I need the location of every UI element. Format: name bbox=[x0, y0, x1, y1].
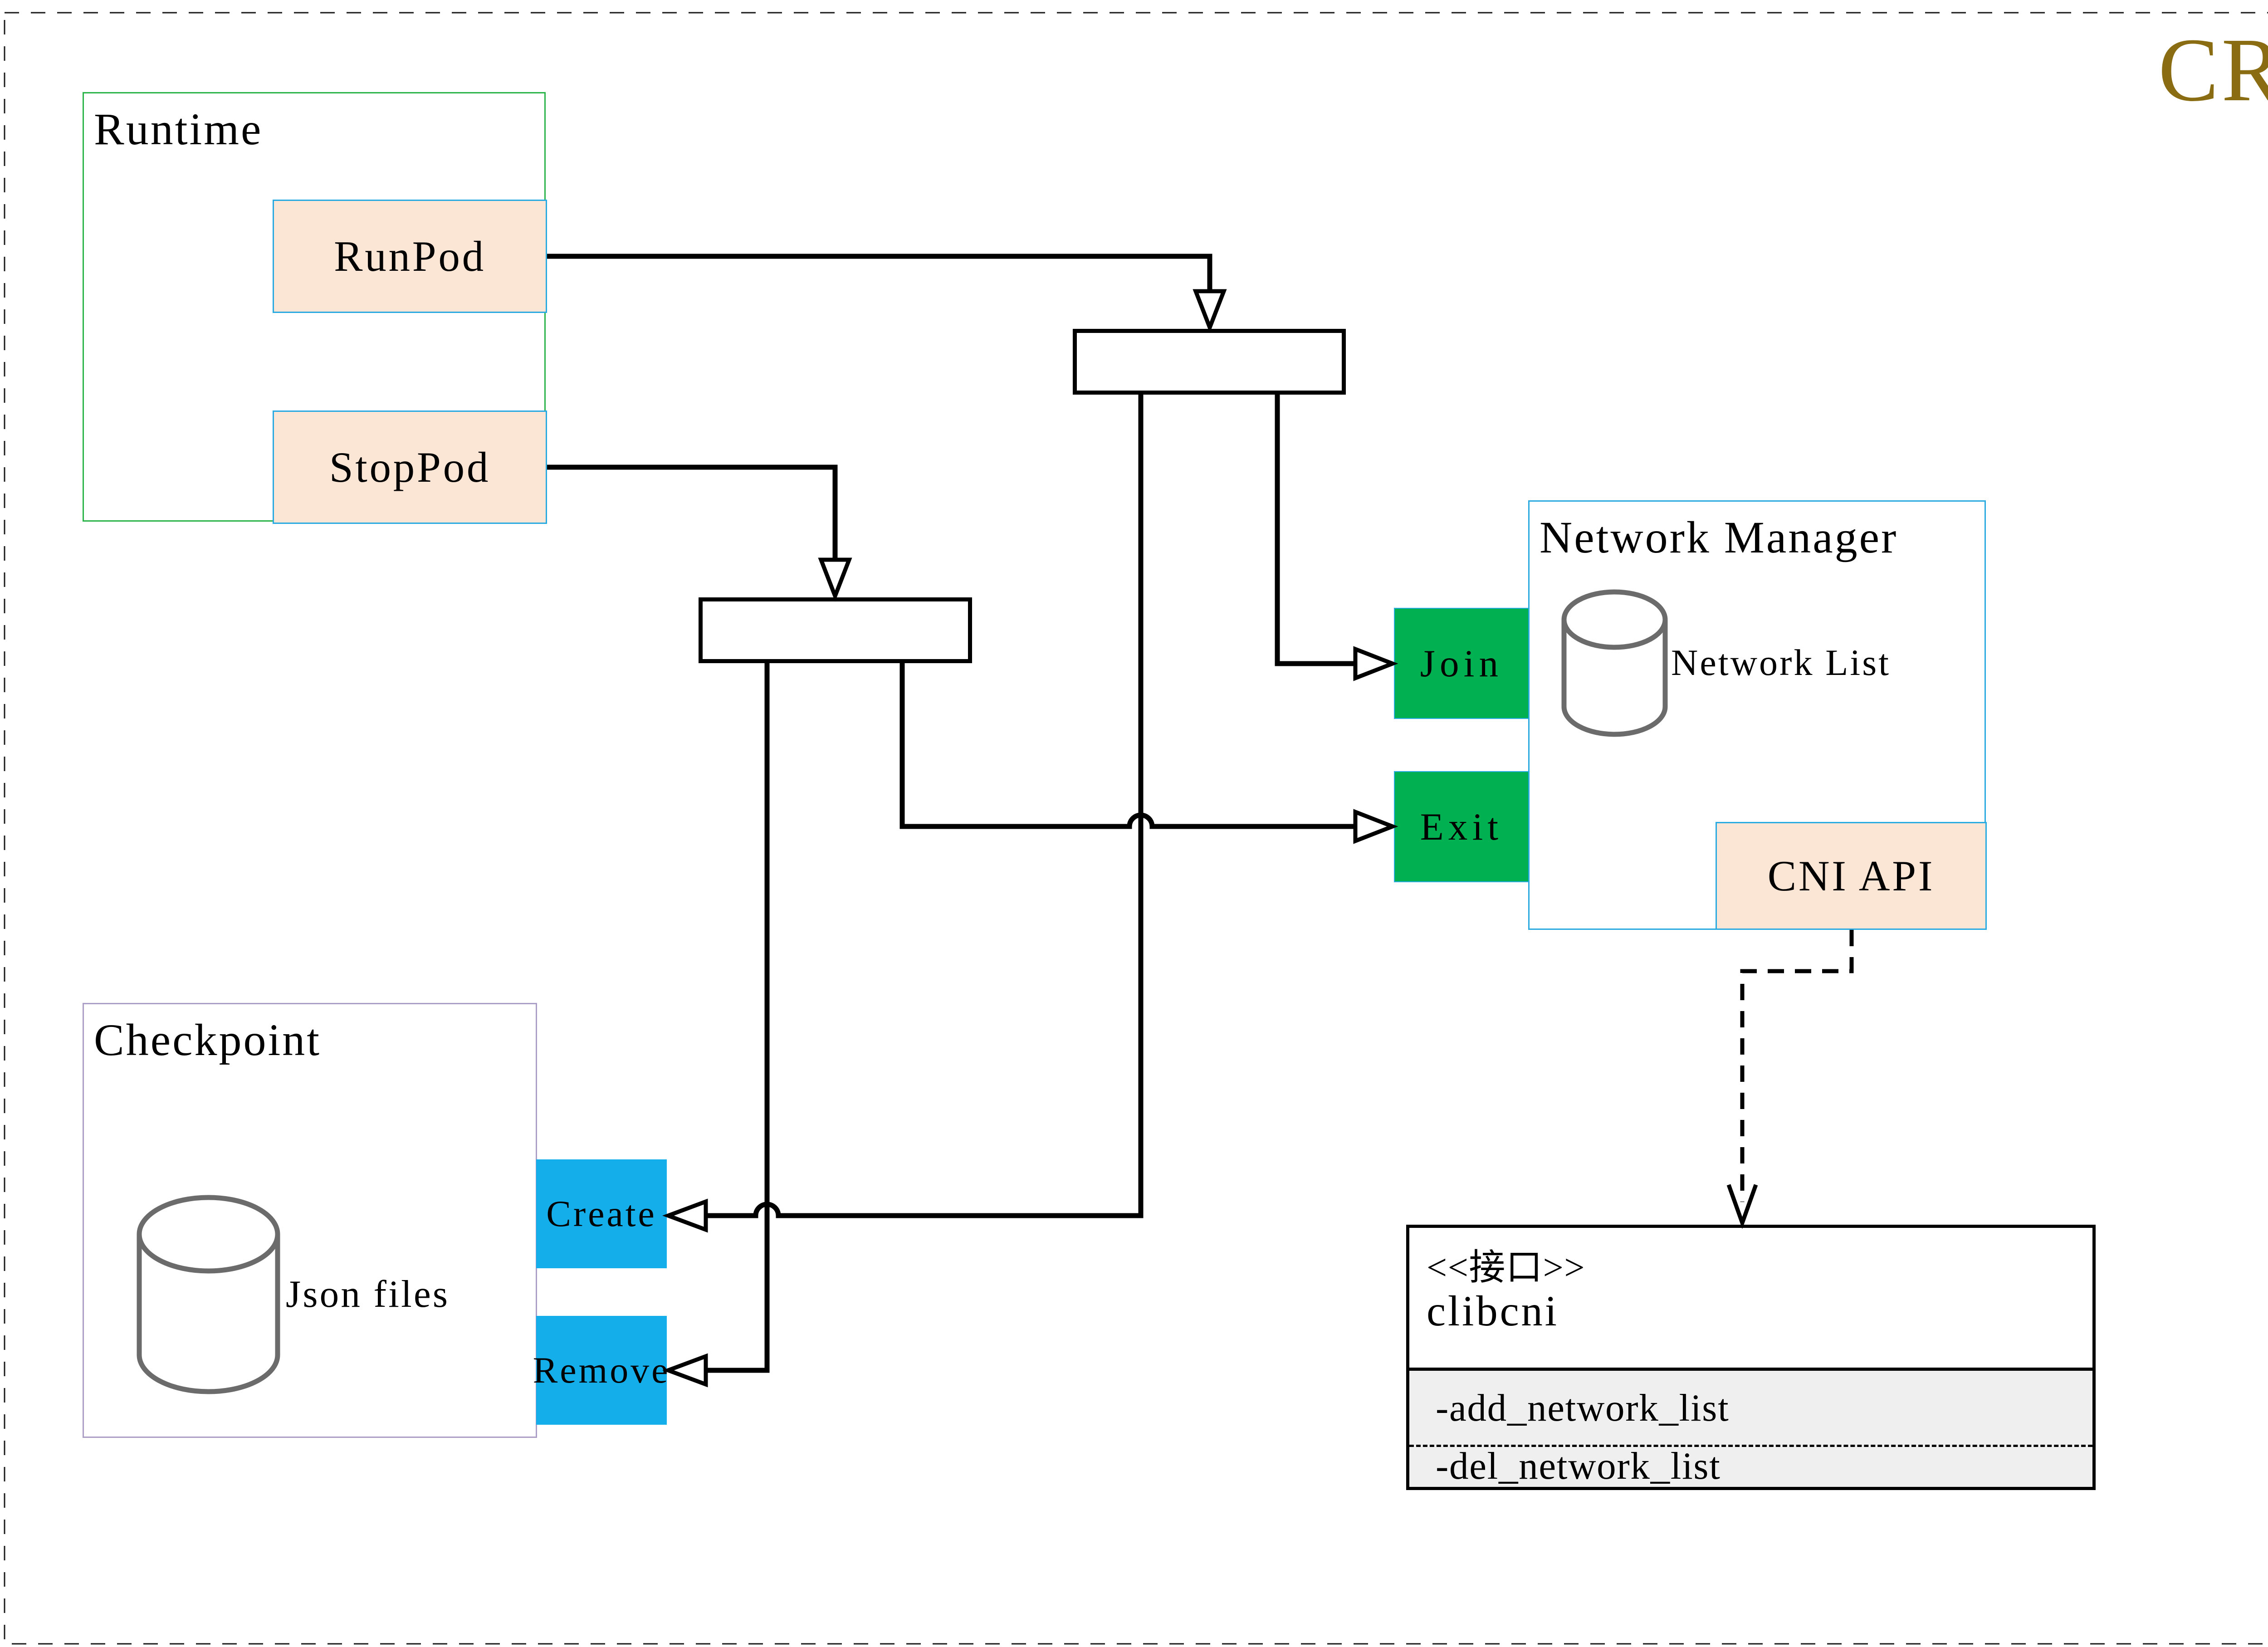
clibcni-method-add: -add_network_list bbox=[1409, 1371, 2092, 1447]
create-box: Create bbox=[536, 1159, 667, 1268]
clibcni-method-del: -del_network_list bbox=[1409, 1444, 2092, 1487]
connector-bar-top bbox=[1073, 329, 1346, 395]
checkpoint-label: Checkpoint bbox=[94, 1015, 322, 1065]
bar-to-exit-line bbox=[899, 662, 1354, 829]
stoppod-box: StopPod bbox=[273, 411, 547, 524]
stoppod-to-bar-line bbox=[547, 464, 838, 560]
network-manager-label: Network Manager bbox=[1540, 512, 1898, 562]
json-files-label: Json files bbox=[286, 1273, 450, 1315]
remove-arrowhead-icon bbox=[662, 1353, 708, 1388]
bar-to-remove-line bbox=[706, 662, 770, 1373]
exit-box: Exit bbox=[1394, 771, 1529, 882]
exit-label: Exit bbox=[1420, 805, 1503, 848]
bar-middle-arrowhead-icon bbox=[818, 557, 852, 602]
clibcni-header-section: <<接口>> clibcni bbox=[1409, 1228, 2092, 1368]
cni-to-clibcni-dashed-line bbox=[1740, 930, 1854, 1202]
runtime-label: Runtime bbox=[94, 104, 263, 154]
clibcni-stereotype: <<接口>> bbox=[1427, 1248, 1586, 1288]
create-label: Create bbox=[546, 1193, 657, 1234]
create-arrowhead-icon bbox=[662, 1198, 708, 1233]
bar-top-arrowhead-icon bbox=[1193, 289, 1227, 333]
clibcni-interface-box: <<接口>> clibcni -add_network_list -del_ne… bbox=[1406, 1225, 2096, 1490]
clibcni-name: clibcni bbox=[1427, 1287, 1559, 1335]
connector-bar-middle bbox=[699, 597, 972, 663]
remove-box: Remove bbox=[533, 1316, 670, 1425]
checkpoint-group-box: Checkpoint bbox=[83, 1003, 537, 1438]
bar-to-create-line bbox=[706, 394, 1144, 1218]
join-label: Join bbox=[1420, 642, 1503, 685]
exit-arrowhead-icon bbox=[1353, 809, 1398, 844]
join-arrowhead-icon bbox=[1353, 646, 1398, 681]
network-list-label: Network List bbox=[1671, 642, 1891, 683]
cni-api-label: CNI API bbox=[1767, 852, 1935, 900]
clibcni-methods-section: -add_network_list -del_network_list bbox=[1409, 1368, 2092, 1487]
clibcni-method-del-label: -del_network_list bbox=[1436, 1444, 1721, 1487]
clibcni-open-arrowhead-icon bbox=[1726, 1184, 1758, 1229]
cni-api-box: CNI API bbox=[1716, 822, 1987, 930]
diagram-title: CRI bbox=[2158, 20, 2268, 120]
join-box: Join bbox=[1394, 608, 1529, 719]
bar-to-join-line bbox=[1275, 394, 1354, 666]
runpod-box: RunPod bbox=[273, 200, 547, 313]
runpod-to-bar-line bbox=[547, 254, 1212, 291]
clibcni-method-add-label: -add_network_list bbox=[1436, 1386, 1730, 1429]
remove-label: Remove bbox=[533, 1349, 670, 1391]
stoppod-label: StopPod bbox=[329, 443, 491, 491]
runpod-label: RunPod bbox=[334, 232, 486, 280]
